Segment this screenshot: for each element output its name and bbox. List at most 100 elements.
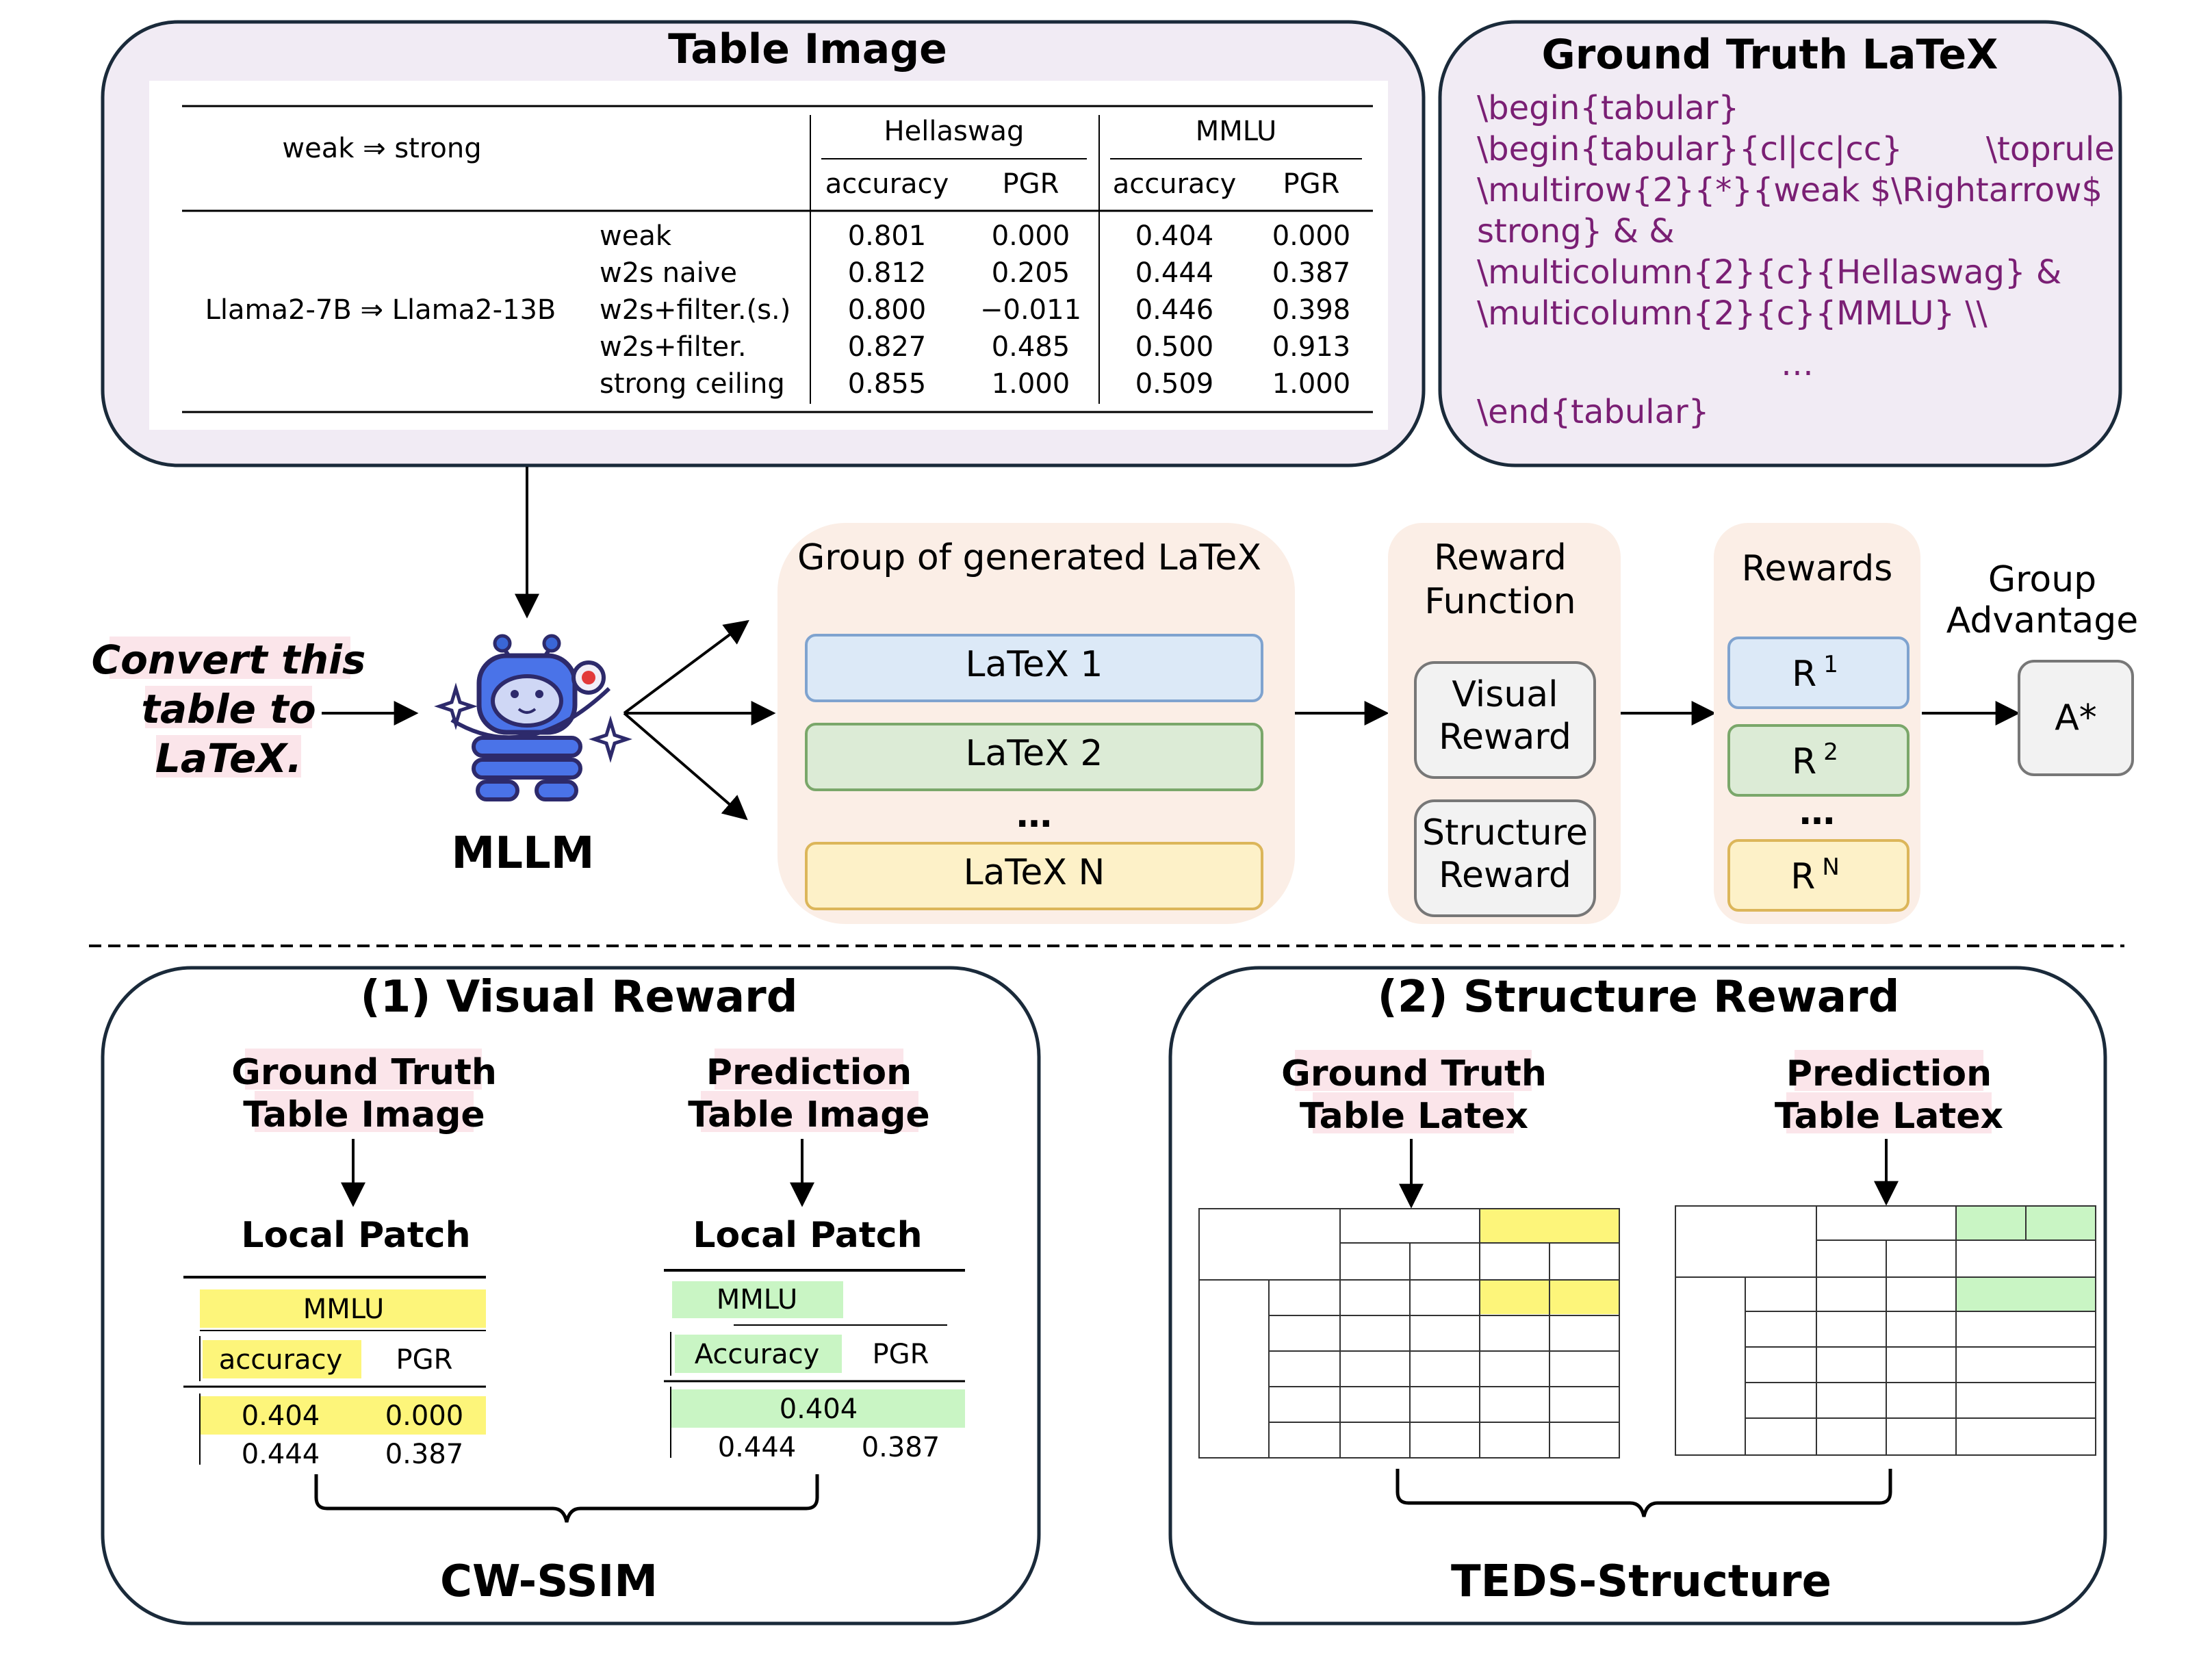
pred-latex-label: Prediction [1786, 1053, 1992, 1094]
table-group-mmlu: MMLU [1196, 116, 1277, 147]
table-col-header: PGR [1003, 168, 1059, 200]
pred-structure-grid [1675, 1205, 2096, 1456]
latex-code-line: \begin{tabular} [1477, 89, 1739, 127]
ground-truth-latex-panel: Ground Truth LaTeX \begin{tabular} \begi… [1438, 20, 2122, 467]
latex-candidate-2 [805, 723, 1263, 791]
visual-reward-title: (1) Visual Reward [360, 972, 797, 1023]
table-header-weak-strong: weak ⇒ strong [282, 133, 481, 164]
table-method-cell: strong ceiling [600, 368, 785, 400]
table-value-cell: 0.485 [992, 331, 1070, 363]
reward-item-1 [1727, 637, 1909, 709]
visual-reward-label: Visual [1452, 674, 1558, 715]
table-method-cell: w2s+filter. [600, 331, 747, 363]
arrow-mllm-to-latex-n [623, 712, 748, 821]
table-value-cell: 0.404 [1135, 220, 1214, 252]
table-value-cell: 0.913 [1272, 331, 1351, 363]
table-value-cell: 0.000 [992, 220, 1070, 252]
structure-reward-box [1414, 799, 1596, 917]
table-value-cell: 1.000 [992, 368, 1070, 400]
table-col-header: accuracy [1113, 168, 1236, 200]
teds-structure-label: TEDS-Structure [1451, 1556, 1831, 1607]
reward-item-ellipsis: … [1799, 792, 1835, 833]
latex-code-line: \end{tabular} [1477, 393, 1709, 431]
latex-candidate-1 [805, 634, 1263, 702]
gt-image-label: Table Image [243, 1094, 485, 1135]
table-value-cell: −0.011 [980, 294, 1081, 326]
gt-latex-label: Ground Truth [1281, 1053, 1547, 1094]
prompt-line: LaTeX. [155, 735, 302, 782]
gt-structure-grid [1198, 1208, 1620, 1459]
mllm-label: MLLM [452, 828, 595, 879]
structure-reward-title: (2) Structure Reward [1378, 972, 1900, 1023]
gt-patch-value: 0.444 [242, 1439, 320, 1470]
cw-ssim-label: CW-SSIM [440, 1556, 658, 1607]
visual-reward-box [1414, 661, 1596, 779]
structure-reward-label: Reward [1439, 855, 1571, 896]
gt-patch-value: 0.387 [385, 1439, 464, 1470]
gt-patch-value: 0.000 [385, 1400, 464, 1432]
table-value-cell: 0.398 [1272, 294, 1351, 326]
pred-patch-col: Accuracy [695, 1339, 820, 1370]
table-group-hellaswag: Hellaswag [884, 116, 1025, 147]
table-method-cell: weak [600, 220, 672, 252]
pred-patch-group: MMLU [717, 1284, 798, 1315]
structure-reward-label: Structure [1422, 812, 1588, 853]
reward-function-title: Reward [1434, 537, 1567, 578]
latex-candidate-n [805, 842, 1263, 910]
generated-latex-group-title: Group of generated LaTeX [797, 537, 1261, 578]
gt-patch-value: 0.404 [242, 1400, 320, 1432]
advantage-box [2018, 660, 2134, 776]
table-col-header: accuracy [825, 168, 949, 200]
table-value-cell: 0.800 [848, 294, 927, 326]
robot-icon [434, 634, 632, 801]
prompt-text: Convert this table to LaTeX. [92, 637, 365, 782]
table-value-cell: 0.509 [1135, 368, 1214, 400]
reward-function-block: Reward Function Visual Reward Structure … [1388, 523, 1621, 924]
structure-reward-brace [1396, 1469, 1892, 1517]
latex-code-line: \multicolumn{2}{c}{Hellaswag} & [1477, 253, 2061, 292]
prompt-line: table to [141, 686, 316, 732]
latex-code-line: \multirow{2}{*}{weak $\Rightarrow$ [1477, 171, 2102, 209]
pred-local-patch-label: Local Patch [693, 1215, 922, 1256]
latex-candidate-label: LaTeX N [964, 852, 1105, 893]
table-value-cell: 0.446 [1135, 294, 1214, 326]
generated-latex-group: Group of generated LaTeX LaTeX 1 LaTeX 2… [777, 523, 1295, 924]
pred-patch-value: 0.404 [780, 1393, 858, 1425]
table-value-cell: 0.812 [848, 257, 927, 289]
latex-candidate-ellipsis: … [1016, 795, 1052, 836]
gt-patch-group: MMLU [303, 1294, 385, 1325]
structure-reward-panel: (2) Structure Reward Ground Truth Table … [1168, 966, 2107, 1626]
ground-truth-latex-title: Ground Truth LaTeX [1542, 31, 1998, 79]
reward-function-title: Function [1424, 581, 1576, 622]
table-col-header: PGR [1283, 168, 1340, 200]
latex-code-ellipsis: … [1781, 345, 1814, 383]
table-value-cell: 0.801 [848, 220, 927, 252]
advantage-label: A* [2055, 697, 2097, 738]
gt-latex-label: Table Latex [1300, 1096, 1528, 1137]
latex-candidate-label: LaTeX 1 [966, 644, 1103, 685]
pred-local-patch: MMLU Accuracy PGR 0.404 0.444 0.387 [664, 1269, 965, 1463]
table-method-cell: w2s+filter.(s.) [600, 294, 790, 326]
table-value-cell: 0.827 [848, 331, 927, 363]
rewards-title: Rewards [1742, 548, 1893, 589]
table-image-panel: Table Image weak ⇒ strong Hellaswag MMLU… [101, 20, 1426, 467]
table-method-cell: w2s naive [600, 257, 737, 289]
gt-patch-col: accuracy [219, 1344, 342, 1376]
visual-reward-brace [314, 1474, 819, 1523]
visual-reward-label: Reward [1439, 717, 1571, 758]
latex-code-line: \multicolumn{2}{c}{MMLU} \\ [1477, 294, 1988, 333]
group-advantage-title: Group [1988, 559, 2096, 600]
table-value-cell: 0.500 [1135, 331, 1214, 363]
latex-code-line: \begin{tabular}{cl|cc|cc} \toprule [1477, 130, 2115, 168]
reward-item-n [1727, 839, 1909, 912]
pred-image-label: Table Image [688, 1094, 929, 1135]
table-value-cell: 0.205 [992, 257, 1070, 289]
pipeline-row: Convert this table to LaTeX. MLL [92, 467, 2138, 924]
latex-code-line: strong} & & [1477, 212, 1675, 250]
gt-local-patch: MMLU accuracy PGR 0.404 0.000 0.444 0.38… [183, 1276, 486, 1470]
pred-patch-value: 0.387 [862, 1432, 940, 1463]
table-row-label-model: Llama2-7B ⇒ Llama2-13B [205, 294, 556, 326]
